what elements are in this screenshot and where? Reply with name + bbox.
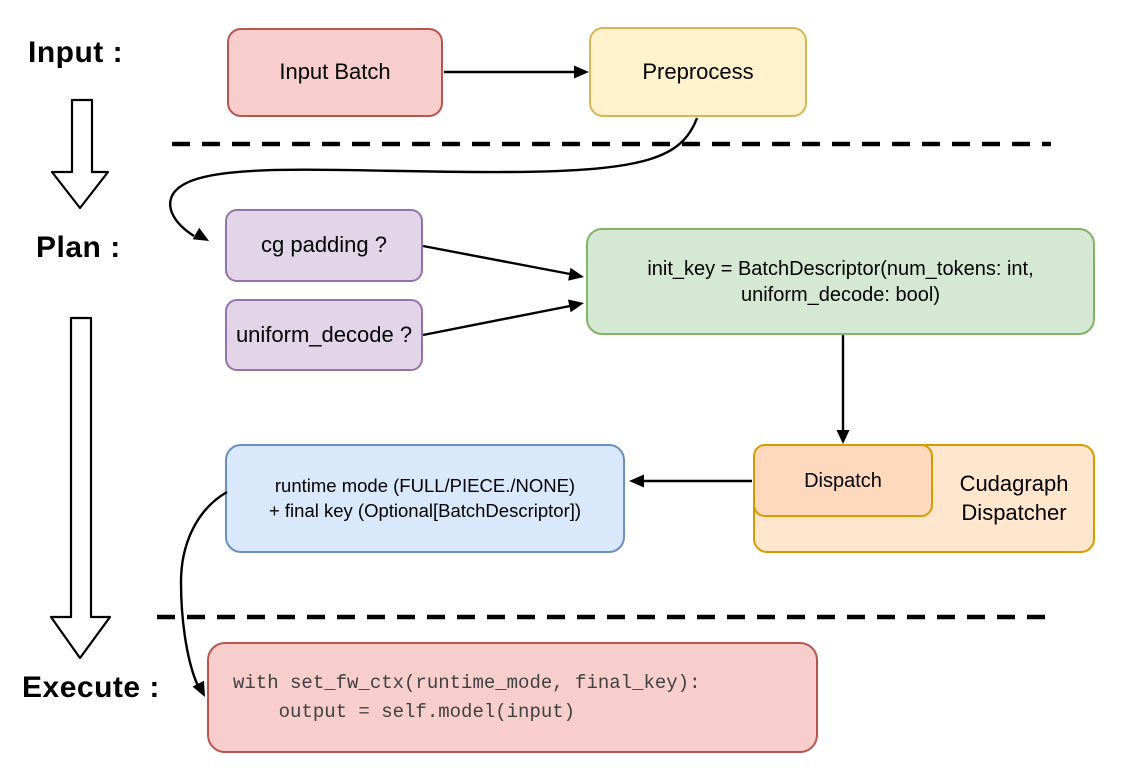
init-key-line2: uniform_decode: bool) [740,283,940,306]
init-key-node: init_key = BatchDescriptor(num_tokens: i… [586,228,1095,335]
dispatch-node: Dispatch [753,444,933,517]
execute-code-node: with set_fw_ctx(runtime_mode, final_key)… [207,642,818,753]
arrow-uniform-decode-to-init-key [422,299,584,337]
arrow-input-batch-to-preprocess [444,65,589,79]
arrow-dispatch-to-runtime-mode [629,474,752,488]
runtime-mode-line1: runtime mode (FULL/PIECE./NONE) [274,475,576,497]
cudagraph-dispatcher-line2: Dispatcher [961,499,1067,525]
cg-padding-label: cg padding ? [261,232,387,258]
arrow-init-key-to-dispatch [836,335,850,444]
execute-code-line2: output = self.model(input) [233,700,576,723]
input-to-plan-arrow [50,98,110,210]
preprocess-label: Preprocess [642,58,754,84]
execute-code-line1: with set_fw_ctx(runtime_mode, final_key)… [233,671,701,694]
cudagraph-dispatcher-line1: Cudagraph [959,470,1069,496]
runtime-mode-line2: + final key (Optional[BatchDescriptor]) [268,499,582,521]
plan-to-execute-arrow [49,316,112,660]
input-batch-label: Input Batch [279,59,391,85]
arrow-cg-padding-to-init-key [422,244,584,281]
phase-label-input: Input : [28,36,124,69]
cudagraph-dispatcher-label: Cudagraph Dispatcher [933,444,1095,553]
cg-padding-node: cg padding ? [225,209,423,282]
preprocess-node: Preprocess [589,27,807,117]
uniform-decode-node: uniform_decode ? [225,299,423,371]
phase-label-execute: Execute : [22,671,160,704]
uniform-decode-label: uniform_decode ? [235,321,413,347]
init-key-line1: init_key = BatchDescriptor(num_tokens: i… [647,257,1034,280]
phase-label-plan: Plan : [36,231,121,264]
dispatch-label: Dispatch [804,469,882,492]
input-batch-node: Input Batch [227,28,443,117]
runtime-mode-node: runtime mode (FULL/PIECE./NONE) + final … [225,444,625,553]
